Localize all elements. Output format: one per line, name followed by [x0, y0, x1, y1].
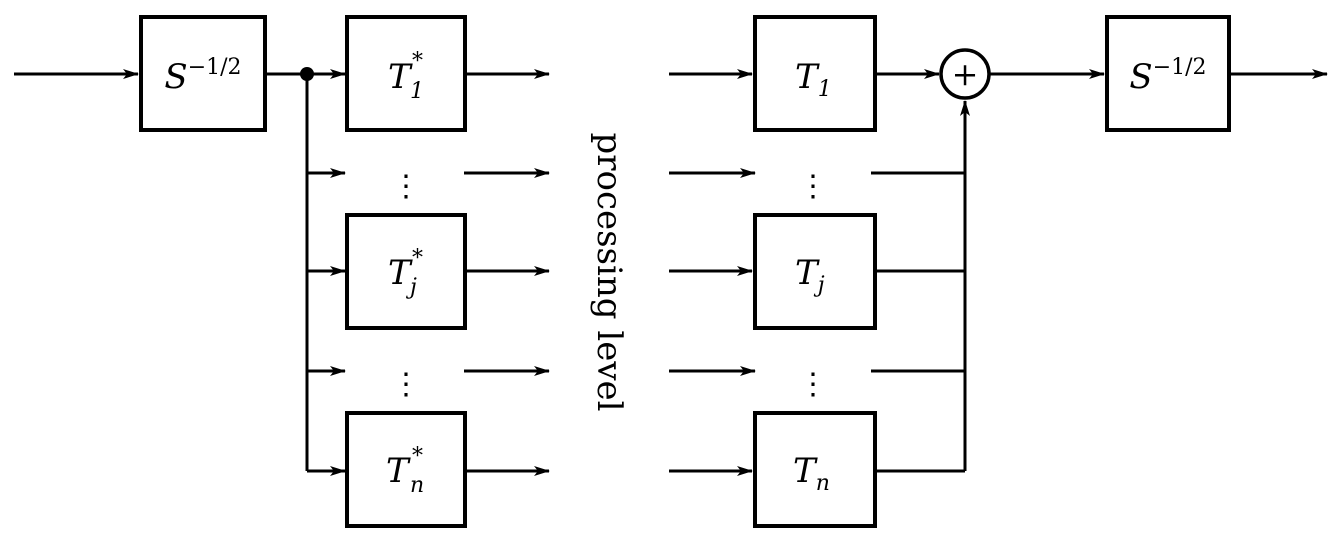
synthesis-1-sub: 1 [818, 77, 832, 102]
input-normalizer-sup: −1/2 [188, 55, 242, 80]
svg-text:T: T [388, 253, 413, 293]
svg-text:T: T [386, 451, 411, 491]
synthesis-block-j: Tj [753, 213, 877, 330]
analysis-j-sup: * [412, 246, 423, 271]
analysis-ellipsis-upper: ⋮ [391, 169, 421, 204]
analysis-1-sub: 1 [410, 79, 424, 104]
svg-text:S−1/2: S−1/2 [164, 55, 241, 97]
output-normalizer-base: S [1129, 57, 1152, 97]
synthesis-block-1: T1 [753, 15, 877, 132]
analysis-n-base: T [386, 451, 411, 491]
synthesis-ellipsis-lower: ⋮ [798, 367, 828, 402]
output-normalizer-sup: −1/2 [1153, 55, 1207, 80]
input-normalizer-block: S−1/2 [139, 15, 267, 132]
synthesis-n-sub: n [816, 471, 830, 496]
analysis-ellipsis-lower: ⋮ [391, 367, 421, 402]
synthesis-j-base: T [795, 253, 820, 293]
svg-text:Tj: Tj [795, 253, 825, 298]
processing-level-label: processing level [589, 132, 629, 411]
analysis-1-base: T [388, 57, 413, 97]
analysis-block-j: T * j [345, 213, 467, 330]
svg-text:S−1/2: S−1/2 [1129, 55, 1206, 97]
analysis-1-sup: * [412, 49, 423, 74]
summer-symbol: + [952, 55, 979, 93]
synthesis-1-base: T [795, 57, 820, 97]
analysis-n-sup: * [412, 444, 423, 469]
synthesis-block-n: Tn [753, 411, 877, 528]
svg-text:T: T [388, 57, 413, 97]
svg-text:Tn: Tn [793, 451, 830, 496]
input-normalizer-base: S [164, 57, 187, 97]
output-normalizer-block: S−1/2 [1105, 15, 1231, 132]
analysis-block-1: T * 1 [345, 15, 467, 132]
synthesis-n-base: T [793, 451, 818, 491]
analysis-block-n: T * n [345, 411, 467, 528]
svg-text:T1: T1 [795, 57, 832, 102]
synthesis-ellipsis-upper: ⋮ [798, 169, 828, 204]
analysis-n-sub: n [410, 473, 424, 498]
analysis-j-base: T [388, 253, 413, 293]
summer-node: + [939, 48, 991, 100]
